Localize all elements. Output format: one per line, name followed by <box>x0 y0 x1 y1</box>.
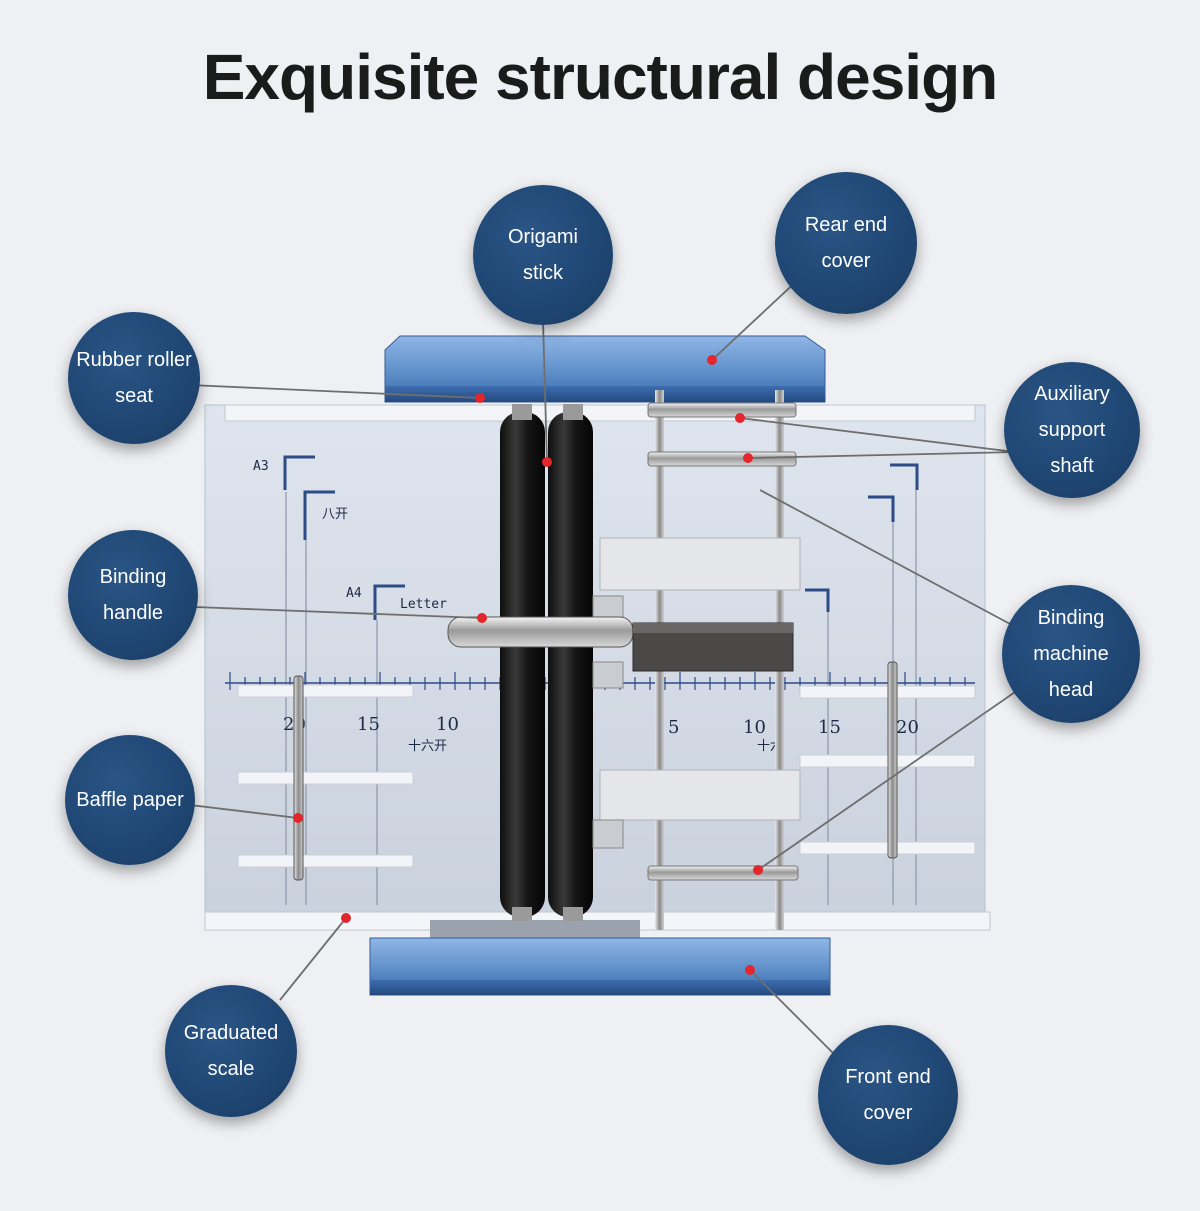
callout-front-end-cover: Front end cover <box>818 1025 958 1165</box>
format-label-a3: A3 <box>253 459 269 474</box>
marker-rear-end-cover <box>707 355 717 365</box>
callout-graduated-scale: Graduated scale <box>165 985 297 1117</box>
marker-origami-stick <box>542 457 552 467</box>
scale-label-right-20: 20 <box>896 717 919 738</box>
callout-rear-end-cover-label: Rear end cover <box>804 214 888 272</box>
marker-dots <box>293 355 763 975</box>
callout-baffle-paper: Baffle paper <box>65 735 195 865</box>
scale-label-right-15: 15 <box>818 717 841 738</box>
callout-origami-stick: Origami stick <box>473 185 613 325</box>
callout-auxiliary-support-shaft: Auxiliary support shaft <box>1004 362 1140 498</box>
page-title: Exquisite structural design <box>202 41 999 113</box>
callout-rubber-roller-seat: Rubber roller seat <box>68 312 200 444</box>
marker-front-end-cover <box>745 965 755 975</box>
marker-binding-handle <box>477 613 487 623</box>
callout-rubber-roller-seat-label: Rubber roller seat <box>76 349 192 407</box>
marker-machine-head <box>753 865 763 875</box>
front-end-cover <box>369 920 831 996</box>
callout-rear-end-cover: Rear end cover <box>775 172 917 314</box>
marker-auxiliary-shaft-top <box>735 413 745 423</box>
scale-label-left-10: 10 <box>436 714 459 735</box>
marker-rubber-roller-seat <box>475 393 485 403</box>
callout-binding-handle-label: Binding handle <box>99 566 167 624</box>
rear-end-cover <box>384 335 826 403</box>
callout-baffle-paper-label: Baffle paper <box>76 789 184 811</box>
leader-lines <box>189 277 1019 1061</box>
format-label-sixteenth: 十六开 <box>408 739 447 754</box>
callout-binding-handle: Binding handle <box>68 530 198 660</box>
marker-baffle-paper <box>293 813 303 823</box>
rubber-rollers <box>500 404 593 921</box>
scale-label-right-10: 10 <box>743 717 766 738</box>
format-label-a4: A4 <box>346 586 362 601</box>
scale-label-left-15: 15 <box>357 714 380 735</box>
scale-label-right-5: 5 <box>668 717 679 738</box>
callout-origami-stick-label: Origami stick <box>507 226 578 284</box>
format-label-letter: Letter <box>400 597 447 612</box>
callout-binding-machine-head: Binding machine head <box>1002 585 1140 723</box>
format-guides <box>283 455 919 620</box>
format-label-eighth: 八开 <box>322 507 348 522</box>
callout-binding-machine-head-label: Binding machine head <box>1033 607 1109 701</box>
binding-handle <box>447 616 794 672</box>
baffle-paper-bars <box>293 661 898 881</box>
callout-graduated-scale-label: Graduated scale <box>183 1022 279 1080</box>
marker-auxiliary-shaft-bottom <box>743 453 753 463</box>
marker-graduated-scale <box>341 913 351 923</box>
callout-front-end-cover-label: Front end cover <box>845 1066 931 1124</box>
callout-auxiliary-support-shaft-label: Auxiliary support shaft <box>1034 383 1110 477</box>
